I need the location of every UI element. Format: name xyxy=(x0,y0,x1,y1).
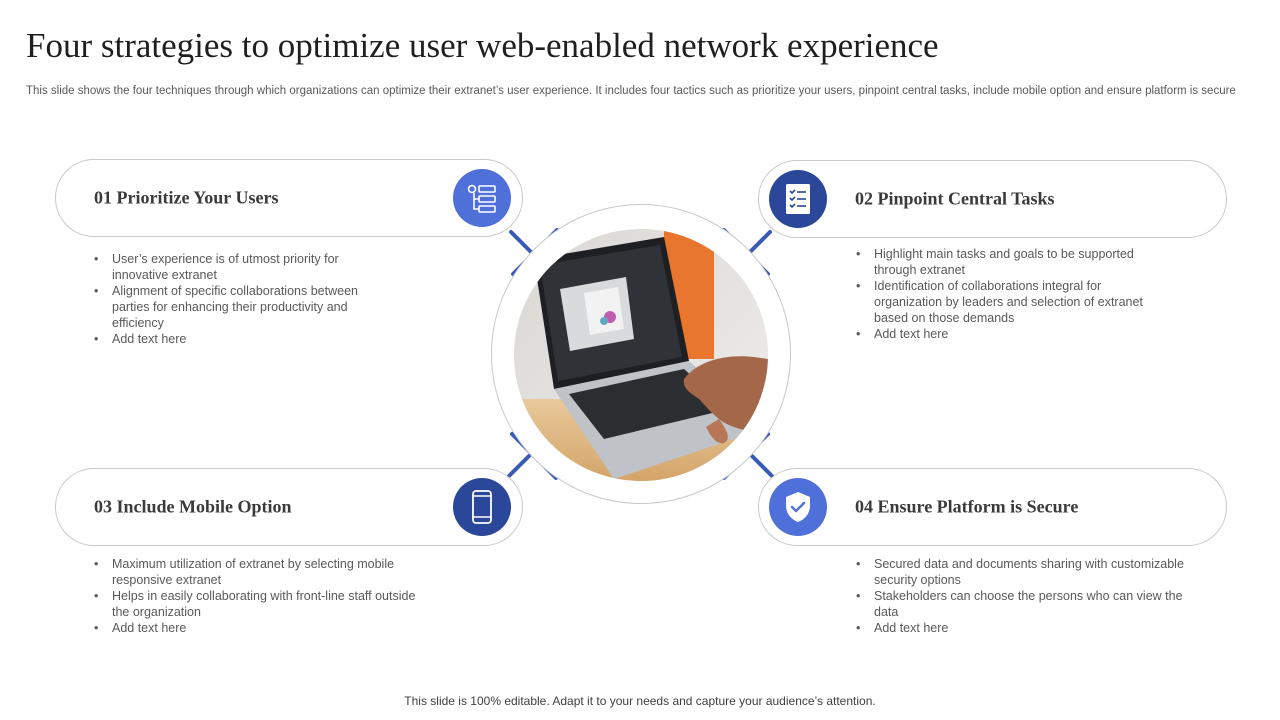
list-item: Add text here xyxy=(92,331,367,347)
slide-subtitle: This slide shows the four techniques thr… xyxy=(26,85,1236,97)
checklist-icon xyxy=(769,170,827,228)
list-item: Alignment of specific collaborations bet… xyxy=(92,283,367,331)
strategy-title-1: 01 Prioritize Your Users xyxy=(94,187,279,208)
list-item: Add text here xyxy=(92,620,422,636)
hierarchy-icon xyxy=(453,169,511,227)
laptop-photo xyxy=(514,229,768,481)
list-item: Add text here xyxy=(854,326,1164,342)
strategy-title-2: 02 Pinpoint Central Tasks xyxy=(855,188,1055,209)
strategy-card-4: 04 Ensure Platform is Secure xyxy=(758,468,1227,546)
list-item: Identification of collaborations integra… xyxy=(854,278,1164,326)
strategy-bullets-1: User’s experience is of utmost priority … xyxy=(92,251,367,347)
strategy-title-3: 03 Include Mobile Option xyxy=(94,496,292,517)
shield-check-icon xyxy=(769,478,827,536)
strategy-bullets-2: Highlight main tasks and goals to be sup… xyxy=(854,246,1164,342)
strategy-bullets-3: Maximum utilization of extranet by selec… xyxy=(92,556,422,636)
strategy-card-3: 03 Include Mobile Option xyxy=(55,468,523,546)
connector-tr-diagonal xyxy=(748,230,772,254)
connector-tl-diagonal xyxy=(509,230,533,254)
list-item: User’s experience is of utmost priority … xyxy=(92,251,367,283)
strategy-bullets-4: Secured data and documents sharing with … xyxy=(854,556,1184,636)
strategy-card-2: 02 Pinpoint Central Tasks xyxy=(758,160,1227,238)
list-item: Add text here xyxy=(854,620,1184,636)
slide-title: Four strategies to optimize user web-ena… xyxy=(26,26,939,65)
strategy-card-1: 01 Prioritize Your Users xyxy=(55,159,523,237)
list-item: Maximum utilization of extranet by selec… xyxy=(92,556,422,588)
list-item: Highlight main tasks and goals to be sup… xyxy=(854,246,1164,278)
connector-br-diagonal xyxy=(750,454,774,478)
slide-footer: This slide is 100% editable. Adapt it to… xyxy=(404,694,876,708)
list-item: Stakeholders can choose the persons who … xyxy=(854,588,1184,620)
connector-bl-diagonal xyxy=(507,454,531,478)
strategy-title-4: 04 Ensure Platform is Secure xyxy=(855,496,1079,517)
list-item: Secured data and documents sharing with … xyxy=(854,556,1184,588)
list-item: Helps in easily collaborating with front… xyxy=(92,588,422,620)
smartphone-icon xyxy=(453,478,511,536)
